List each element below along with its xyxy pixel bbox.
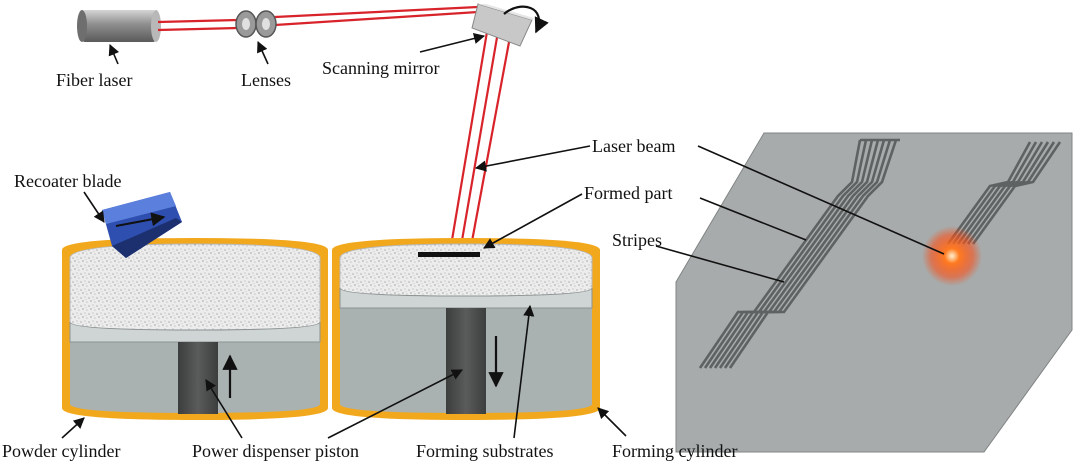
recoater-blade xyxy=(102,192,182,258)
label-fiber-laser: Fiber laser xyxy=(56,70,132,90)
stripes-inset-panel xyxy=(675,132,1073,453)
label-formed-part: Formed part xyxy=(584,183,672,203)
label-lenses: Lenses xyxy=(241,70,291,90)
formed-part xyxy=(418,252,480,257)
label-recoater-blade: Recoater blade xyxy=(14,171,121,191)
stripe-track-right xyxy=(946,141,1062,245)
label-powder-cylinder: Powder cylinder xyxy=(2,441,120,461)
forming-cylinder xyxy=(332,238,600,420)
label-stripes: Stripes xyxy=(612,230,662,250)
laser-spot xyxy=(922,226,982,286)
leader-lines xyxy=(61,33,945,439)
label-forming-substrates: Forming substrates xyxy=(416,441,554,461)
label-laser-beam: Laser beam xyxy=(592,136,675,156)
scanning-mirror xyxy=(471,3,549,47)
lenses xyxy=(235,10,277,38)
label-forming-cylinder: Forming cylinder xyxy=(612,441,737,461)
fiber-laser xyxy=(77,10,161,42)
powder-cylinder xyxy=(62,238,328,420)
laser-beam-path xyxy=(157,5,514,253)
label-power-dispenser-piston: Power dispenser piston xyxy=(192,441,359,461)
label-scanning-mirror: Scanning mirror xyxy=(322,58,439,78)
stripe-track-left xyxy=(698,138,900,369)
